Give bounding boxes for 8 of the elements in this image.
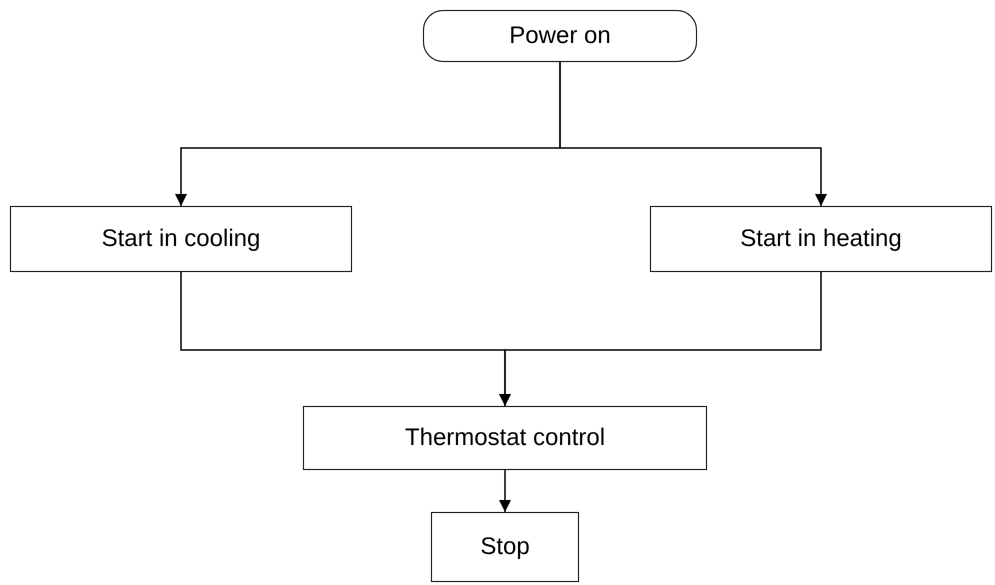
process-box: Start in cooling <box>10 206 352 272</box>
arrow <box>559 62 827 206</box>
process-box: Start in heating <box>650 206 992 272</box>
arrow <box>499 272 822 406</box>
process-box: Thermostat control <box>303 406 707 470</box>
process-box: Stop <box>431 512 579 582</box>
terminal-box: Power on <box>423 10 697 62</box>
arrow <box>499 470 511 512</box>
